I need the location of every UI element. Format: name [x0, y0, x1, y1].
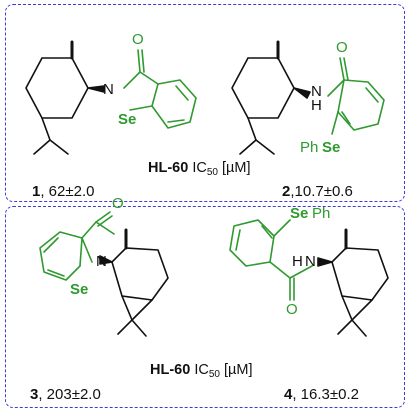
compound-1-skeleton	[25, 40, 89, 155]
compound-1-n-atom: N	[103, 81, 114, 98]
compound-3-skeleton	[111, 228, 169, 337]
top-assay-cell-line: HL-60	[148, 160, 189, 176]
compound-2-number: 2	[282, 183, 291, 200]
top-assay-label: HL-60 IC50 [µM]	[148, 160, 250, 178]
top-panel	[5, 4, 405, 202]
compound-1-o-atom: O	[132, 31, 144, 48]
compound-2-o-atom: O	[336, 39, 348, 56]
compound-3-label: 3, 203±2.0	[30, 386, 101, 403]
compound-2-skeleton	[231, 40, 295, 155]
compound-1-se-atom: Se	[118, 111, 137, 128]
compound-1-number: 1	[32, 183, 41, 200]
top-assay-subscript: 50	[206, 167, 218, 178]
bottom-assay-cell-line: HL-60	[150, 362, 191, 378]
compound-4-label: 4, 16.3±0.2	[284, 386, 359, 403]
compound-2-h-atom: H	[311, 97, 322, 114]
compound-3-se-atom: Se	[70, 281, 89, 298]
compound-3-number: 3	[30, 386, 39, 403]
compound-2-benzamide	[327, 57, 385, 135]
compound-4-se-atom: Se	[290, 205, 309, 222]
bottom-panel	[5, 206, 405, 408]
compound-4-h-atom: H	[292, 253, 303, 270]
compound-4-number: 4	[284, 386, 293, 403]
bottom-assay-subscript: 50	[208, 369, 220, 380]
top-assay-metric: IC	[192, 160, 207, 176]
bottom-assay-metric: IC	[194, 362, 209, 378]
compound-3-o-atom: O	[112, 195, 124, 212]
compound-3-selenazolone	[39, 211, 115, 281]
compound-2-ph-group: Ph	[300, 139, 319, 156]
compound-1-selenazolone	[123, 49, 197, 129]
compound-1-label: 1, 62±2.0	[32, 183, 94, 200]
compound-2-ic50: ,10.7±0.6	[290, 183, 353, 200]
compound-4-benzamide	[229, 219, 313, 301]
compound-4-n-atom: N	[305, 253, 316, 270]
compound-3-n-atom: N	[96, 253, 107, 270]
compound-3-wedge	[99, 255, 113, 265]
compound-4-ic50: , 16.3±0.2	[292, 386, 359, 403]
compound-2-wedge	[293, 87, 311, 99]
bottom-assay-label: HL-60 IC50 [µM]	[150, 362, 252, 380]
compound-4-wedge	[317, 257, 333, 267]
top-assay-unit: [µM]	[221, 160, 251, 176]
compound-2-n-atom: N	[311, 83, 322, 100]
compound-1-ic50: , 62±2.0	[40, 183, 95, 200]
compound-2-se-atom: Se	[322, 139, 341, 156]
bottom-assay-unit: [µM]	[223, 362, 253, 378]
compound-2-label: 2,10.7±0.6	[282, 183, 353, 200]
compound-1-wedge	[87, 85, 105, 93]
compound-3-ic50: , 203±2.0	[38, 386, 101, 403]
compound-4-o-atom: O	[286, 301, 298, 318]
compound-4-skeleton	[331, 228, 389, 337]
compound-4-ph-group: Ph	[312, 205, 331, 222]
